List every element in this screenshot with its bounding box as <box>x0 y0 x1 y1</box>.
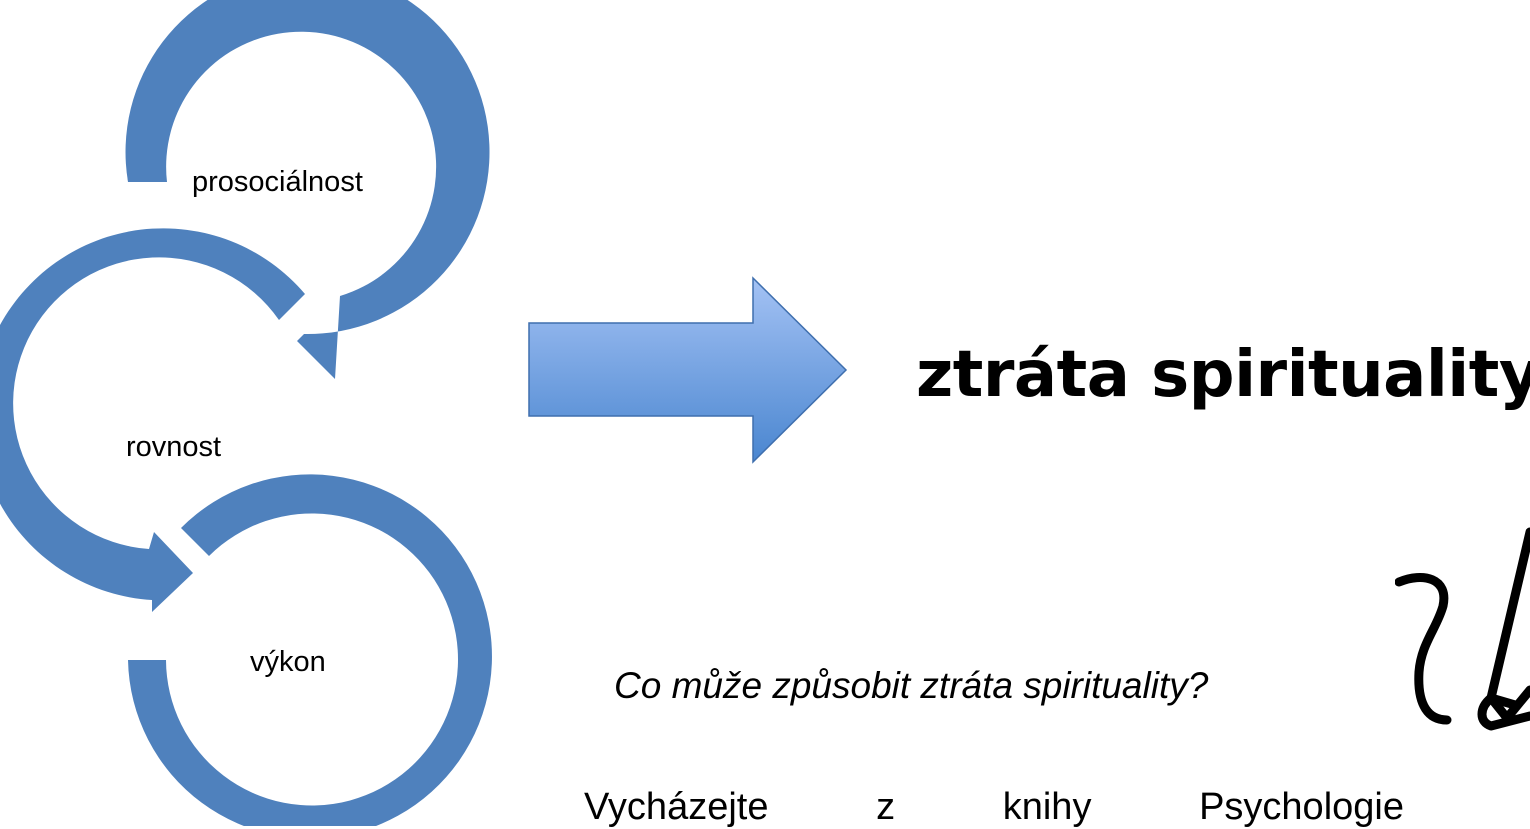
instruction-word: Psychologie <box>1199 786 1404 828</box>
instruction-word: z <box>876 786 896 828</box>
big-right-arrow <box>528 276 848 464</box>
cycle-label-vykon: výkon <box>250 646 326 678</box>
cycle-label-prosocialnost: prosociálnost <box>192 166 363 198</box>
cycle-arrow-1 <box>125 0 490 379</box>
cycle-label-rovnost: rovnost <box>126 431 222 463</box>
cycle-arrow-2 <box>0 228 305 612</box>
question-text: Co může způsobit ztráta spirituality? <box>614 665 1209 706</box>
pen-writing-icon <box>1395 527 1530 731</box>
instruction-word: knihy <box>1002 786 1092 828</box>
result-heading: ztráta spirituality <box>916 338 1530 412</box>
instruction-word: Vycházejte <box>584 786 769 828</box>
instruction-text: Vycházejte z knihy Psychologie <box>584 786 1404 829</box>
